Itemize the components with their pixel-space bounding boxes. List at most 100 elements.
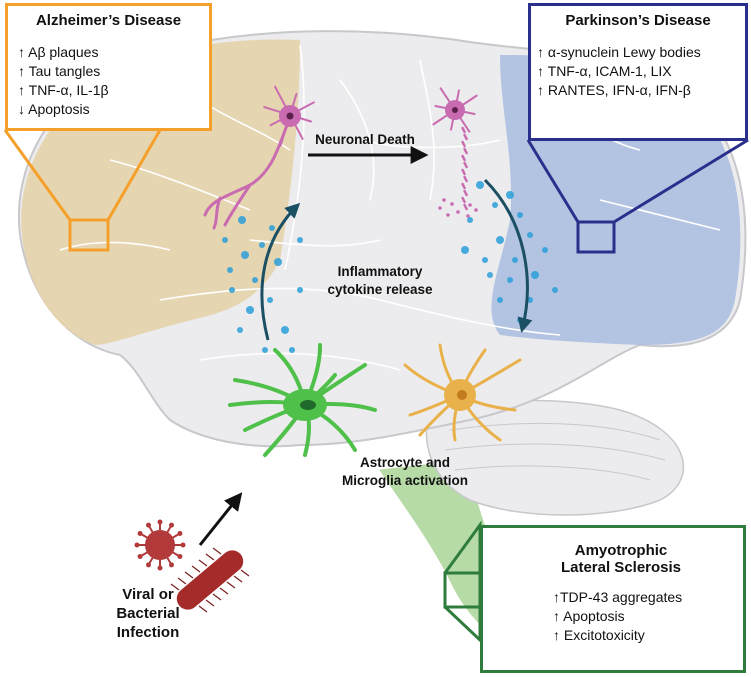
- cytokine-dot: [252, 277, 258, 283]
- cytokine-dot: [467, 217, 473, 223]
- microglia-nucleus: [457, 390, 467, 400]
- cytokine-label-line2: cytokine release: [327, 282, 433, 297]
- axon-fragment: [450, 202, 454, 206]
- axon-fragment: [461, 126, 466, 134]
- cytokine-dot: [241, 251, 249, 259]
- bacterium-flagellum: [212, 547, 222, 555]
- cytokine-label-line1: Inflammatory: [337, 264, 423, 279]
- cytokine-dot: [297, 287, 303, 293]
- parkinsons-item: ↑ α-synuclein Lewy bodies: [537, 44, 701, 60]
- infection-label-line1: Viral or: [122, 586, 174, 603]
- cytokine-dot: [531, 271, 539, 279]
- cytokine-dot: [237, 327, 243, 333]
- axon-fragment: [461, 168, 466, 176]
- als-box: Amyotrophic Lateral Sclerosis ↑TDP-43 ag…: [480, 525, 746, 673]
- cytokine-dot: [527, 232, 533, 238]
- alzheimers-item: ↑ Tau tangles: [18, 63, 101, 79]
- virus-spike-tip: [134, 542, 140, 548]
- infection-arrow: [198, 492, 243, 546]
- activation-label: Astrocyte and Microglia activation: [305, 454, 505, 490]
- cytokine-dot: [506, 191, 514, 199]
- cytokine-dot: [487, 272, 493, 278]
- virus-spike-tip: [177, 531, 183, 536]
- cytokine-dot: [497, 297, 503, 303]
- virus-spike-tip: [146, 522, 151, 528]
- virus-spike-tip: [180, 542, 186, 548]
- alzheimers-box: Alzheimer’s Disease ↑ Aβ plaques ↑ Tau t…: [5, 3, 212, 131]
- alzheimers-item: ↓ Apoptosis: [18, 101, 90, 117]
- astrocyte-nucleus: [300, 400, 316, 410]
- bacterium-flagellum: [205, 553, 215, 561]
- axon-fragment: [474, 208, 478, 212]
- neuronal-death-label: Neuronal Death: [315, 132, 415, 147]
- bacterium-flagellum: [233, 575, 243, 583]
- cytokine-dot: [274, 258, 282, 266]
- activation-down-arrow: [483, 178, 533, 333]
- bacterium-flagellum: [240, 569, 250, 577]
- parkinsons-item: ↑ RANTES, IFN-α, IFN-β: [537, 82, 691, 98]
- virus-spike-tip: [146, 562, 151, 568]
- bacterium-flagellum: [205, 599, 215, 607]
- alzheimers-item: ↑ Aβ plaques: [18, 44, 99, 60]
- infection-label-line3: Infection: [116, 624, 180, 641]
- cytokine-dot: [496, 236, 504, 244]
- virus-spike-tip: [157, 519, 163, 525]
- cytokine-dot: [476, 181, 484, 189]
- als-item: ↑TDP-43 aggregates: [553, 589, 683, 605]
- bacterium-flagellum: [191, 565, 201, 573]
- cytokine-dot: [482, 257, 488, 263]
- axon-fragment: [463, 133, 468, 141]
- cytokine-dot: [289, 347, 295, 353]
- cytokine-dot: [542, 247, 548, 253]
- cytokine-dot: [517, 317, 523, 323]
- parkinsons-box: Parkinson’s Disease ↑ α-synuclein Lewy b…: [528, 3, 748, 141]
- cytokine-label: Inflammatory cytokine release: [300, 263, 460, 299]
- als-title-line2: Lateral Sclerosis: [560, 559, 682, 576]
- activation-label-line1: Astrocyte and: [359, 455, 451, 470]
- cytokine-dot: [269, 225, 275, 231]
- cytokine-dot: [229, 287, 235, 293]
- bacterium-flagellum: [212, 593, 222, 601]
- axon-fragment: [463, 147, 468, 155]
- bacterium-flagellum: [184, 571, 194, 579]
- bacterium-flagellum: [226, 581, 236, 589]
- axon-fragment: [461, 154, 466, 162]
- bacterium-flagellum: [170, 583, 180, 591]
- cytokine-dot: [517, 212, 523, 218]
- axon-fragment: [463, 175, 468, 183]
- virus-spike-tip: [137, 554, 143, 559]
- axon-fragment: [461, 182, 466, 190]
- axon-fragment: [463, 189, 468, 197]
- bacterium-flagellum: [198, 605, 208, 613]
- bacterium-icon: [176, 550, 244, 610]
- axon-fragment: [442, 198, 446, 202]
- axon-fragment: [461, 196, 466, 204]
- cytokine-dot: [259, 242, 265, 248]
- infection-label: Viral or Bacterial Infection: [93, 585, 203, 642]
- cytokine-up-arrow: [260, 202, 301, 341]
- axon-fragment: [456, 210, 460, 214]
- virus-spike-tip: [177, 554, 183, 559]
- bacterium-flagellum: [177, 577, 187, 585]
- parkinsons-item: ↑ TNF-α, ICAM-1, LIX: [537, 63, 672, 79]
- cytokine-dot: [507, 277, 513, 283]
- cytokine-dot: [297, 237, 303, 243]
- parkinsons-title: Parkinson’s Disease: [565, 12, 711, 29]
- virus-spike-tip: [169, 522, 174, 528]
- cytokine-dot: [262, 347, 268, 353]
- cytokine-dot: [552, 287, 558, 293]
- virus-spike-tip: [157, 565, 163, 571]
- axon-fragment: [446, 213, 450, 217]
- axon-fragment: [466, 214, 470, 218]
- axon-fragment: [461, 140, 466, 148]
- activation-label-line2: Microglia activation: [341, 473, 469, 488]
- cytokine-dot: [267, 297, 273, 303]
- cytokine-dot: [246, 306, 254, 314]
- alzheimers-item: ↑ TNF-α, IL-1β: [18, 82, 109, 98]
- als-item: ↑ Excitotoxicity: [553, 627, 645, 643]
- bacterium-flagellum: [219, 587, 229, 595]
- cytokine-dot: [238, 216, 246, 224]
- axon-fragment: [463, 161, 468, 169]
- virus-spike-tip: [169, 562, 174, 568]
